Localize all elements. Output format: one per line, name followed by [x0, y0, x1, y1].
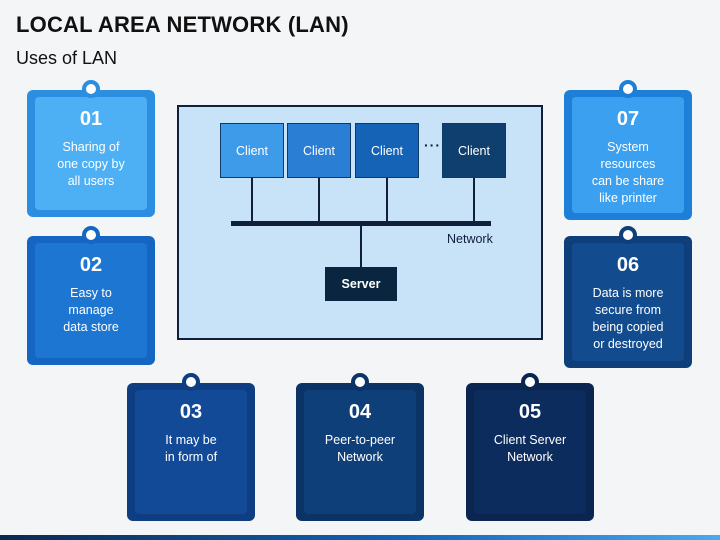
- server-node: Server: [325, 267, 397, 301]
- card-07: 07 System resources can be share like pr…: [564, 80, 692, 220]
- card-01-front: 01 Sharing of one copy by all users: [35, 97, 147, 210]
- card-05-pin-icon: [521, 373, 539, 391]
- card-03-text: It may be in form of: [164, 433, 218, 464]
- card-04-text: Peer-to-peer Network: [324, 433, 396, 464]
- client-3-link: [386, 178, 388, 223]
- client-1-link: [251, 178, 253, 223]
- card-03-front: 03 It may be in form of: [135, 390, 247, 514]
- lan-diagram: Client Client Client ···· Client Network…: [177, 105, 543, 340]
- card-03-number: 03: [179, 401, 203, 423]
- card-03-pin-icon: [182, 373, 200, 391]
- card-04-pin-icon: [351, 373, 369, 391]
- page-subtitle: Uses of LAN: [16, 48, 118, 68]
- client-4-link: [473, 178, 475, 223]
- card-06-text: Data is more secure from being copied or…: [592, 286, 664, 351]
- card-06-front: 06 Data is more secure from being copied…: [572, 243, 684, 361]
- server-link: [360, 225, 362, 267]
- card-02-number: 02: [79, 254, 103, 276]
- card-05-front: 05 Client Server Network: [474, 390, 586, 514]
- card-03: 03 It may be in form of: [127, 373, 255, 521]
- card-04: 04 Peer-to-peer Network: [296, 373, 424, 521]
- client-node-1: Client: [220, 123, 284, 178]
- client-node-3: Client: [355, 123, 419, 178]
- card-02-pin-icon: [82, 226, 100, 244]
- more-clients-ellipsis: ····: [424, 137, 447, 153]
- card-02-text: Easy to manage data store: [63, 286, 119, 334]
- card-01-text: Sharing of one copy by all users: [57, 140, 125, 188]
- client-2-link: [318, 178, 320, 223]
- card-06-pin-icon: [619, 226, 637, 244]
- card-05-text: Client Server Network: [493, 433, 567, 464]
- network-bus: [231, 221, 491, 226]
- card-01-number: 01: [79, 108, 103, 130]
- card-07-pin-icon: [619, 80, 637, 98]
- client-node-4: Client: [442, 123, 506, 178]
- card-02: 02 Easy to manage data store: [27, 226, 155, 365]
- card-02-front: 02 Easy to manage data store: [35, 243, 147, 358]
- card-04-front: 04 Peer-to-peer Network: [304, 390, 416, 514]
- card-01-pin-icon: [82, 80, 100, 98]
- card-07-front: 07 System resources can be share like pr…: [572, 97, 684, 213]
- card-04-number: 04: [348, 401, 372, 423]
- bottom-accent-bar: [0, 535, 720, 540]
- page-title: LOCAL AREA NETWORK (LAN): [16, 12, 349, 37]
- card-07-text: System resources can be share like print…: [591, 140, 665, 205]
- card-07-number: 07: [616, 108, 640, 130]
- card-05-number: 05: [518, 401, 542, 423]
- client-node-2: Client: [287, 123, 351, 178]
- network-label: Network: [447, 232, 493, 246]
- card-06: 06 Data is more secure from being copied…: [564, 226, 692, 368]
- card-06-number: 06: [616, 254, 640, 276]
- card-05: 05 Client Server Network: [466, 373, 594, 521]
- card-01: 01 Sharing of one copy by all users: [27, 80, 155, 217]
